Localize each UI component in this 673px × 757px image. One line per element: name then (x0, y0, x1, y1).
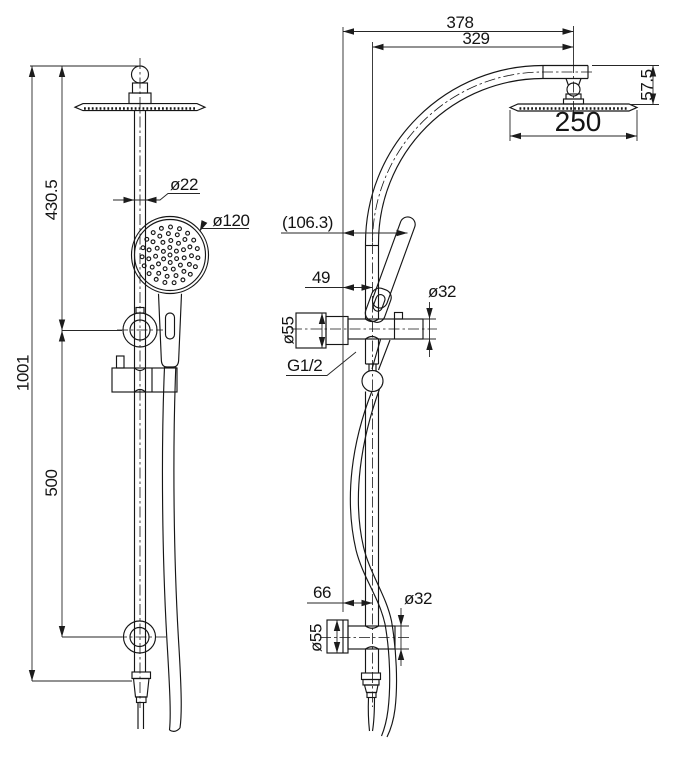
dim-wall-to-head-center: 378 (446, 13, 473, 32)
dim-lower-arm-diameter: ø32 (404, 589, 432, 608)
side-hose (349, 388, 398, 738)
dim-top-to-upper-bracket: 430.5 (42, 180, 61, 221)
front-dimensions: 430.5 1001 500 ø22 ø120 (14, 65, 250, 682)
handshower-mode-button (164, 312, 176, 340)
dim-upper-arm-diameter: ø32 (428, 282, 456, 301)
dim-head-drop: 57.5 (638, 69, 657, 101)
side-handshower (361, 216, 416, 393)
dim-lower-flange-diameter: ø55 (307, 624, 326, 652)
dim-wall-to-rail-lower: 66 (313, 583, 331, 602)
front-rail-outlet (131, 671, 152, 729)
side-dimensions: 378 329 57.5 250 (106.3) 49 ø55 G1/2 ø32… (279, 13, 659, 666)
front-slider (111, 355, 178, 393)
dim-handshower-diameter: ø120 (212, 211, 249, 230)
dim-rail-diameter: ø22 (170, 175, 198, 194)
handshower-nozzle-dots (139, 224, 201, 286)
front-view (73, 58, 210, 732)
front-lower-bracket (116, 620, 166, 654)
front-upper-bracket (117, 306, 163, 348)
front-overhead-shower (73, 103, 207, 112)
dim-head-diameter: 250 (555, 106, 602, 137)
dim-rail-to-head-center: 329 (462, 29, 489, 48)
dim-wall-to-rail-upper: 49 (312, 268, 330, 287)
side-upper-bracket (291, 311, 437, 349)
hose-nut (361, 369, 384, 393)
front-handshower (130, 215, 210, 368)
dim-inlet-thread: G1/2 (287, 356, 322, 375)
side-view (291, 62, 639, 738)
front-hose (161, 366, 182, 732)
side-lower-bracket (320, 619, 409, 654)
dim-upper-flange-diameter: ø55 (279, 316, 298, 344)
side-gooseneck-arm (364, 64, 592, 244)
handshower-handle (157, 293, 183, 368)
side-overhead-shower (508, 62, 639, 118)
dim-bracket-spacing: 500 (42, 469, 61, 496)
front-dimension-arrows (28, 66, 208, 681)
dim-handle-projection: (106.3) (282, 213, 333, 232)
dim-overall-height: 1001 (14, 355, 33, 391)
side-rail-outlet (360, 672, 382, 732)
handshower-face (130, 215, 210, 295)
front-rail (133, 58, 147, 708)
